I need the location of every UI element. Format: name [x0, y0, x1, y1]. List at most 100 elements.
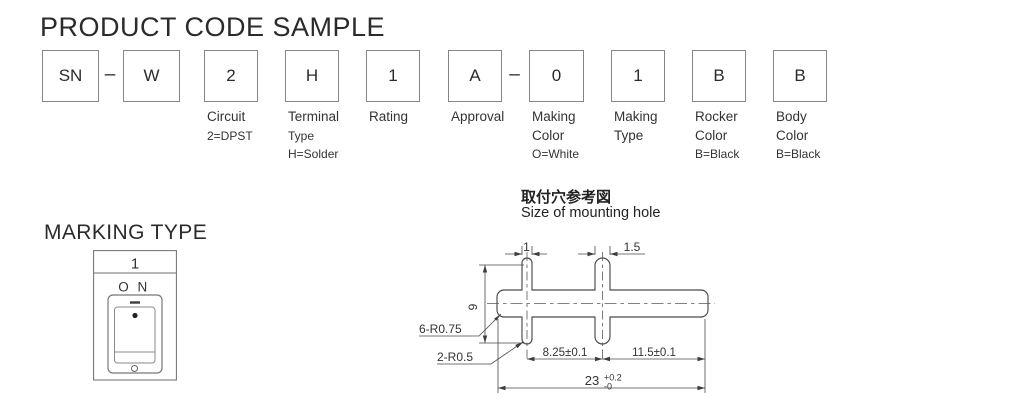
code-value: B — [794, 66, 806, 85]
arrowhead — [697, 385, 705, 391]
marking-type-title: MARKING TYPE — [44, 221, 208, 244]
mounting-hole-title-ja: 取付穴参考図 — [521, 188, 612, 206]
code-segment-sn: SN — [42, 50, 99, 102]
rocker-button — [114, 306, 156, 364]
segment-label-line: B=Black — [776, 147, 821, 161]
segment-label-line: Type — [614, 127, 644, 143]
arrowhead — [602, 356, 610, 362]
dim-lines-slot-right — [578, 246, 645, 255]
code-segment-labels: Approval — [448, 108, 527, 127]
arrowhead — [610, 251, 618, 257]
dim-lines-height — [479, 264, 524, 344]
code-value: 1 — [633, 66, 643, 85]
code-segment-making-color: 0 Making Color O=White — [529, 50, 608, 164]
code-value: 2 — [226, 66, 236, 85]
segment-label-line: Making — [532, 109, 576, 124]
arrowhead — [515, 342, 523, 349]
page-title: PRODUCT CODE SAMPLE — [40, 12, 386, 42]
code-box-w: W — [123, 50, 180, 102]
mounting-hole-drawing: 1 1.5 9 8.25±0.1 11.5±0.1 23 +0.2 -0 6-R… — [419, 240, 715, 393]
code-segment-labels: Making Type — [611, 108, 690, 145]
segment-label-line: Color — [532, 127, 565, 143]
segment-label-line: H=Solder — [288, 147, 339, 161]
segment-label-line: B=Black — [695, 147, 740, 161]
dim-pitch-left: 8.25±0.1 — [543, 347, 588, 359]
code-segment-labels: Terminal Type H=Solder — [285, 108, 364, 164]
code-value: 0 — [551, 66, 562, 85]
code-segment-approval: A Approval — [448, 50, 527, 127]
code-segment-w: W — [123, 50, 180, 102]
segment-label-line: O=White — [532, 147, 580, 161]
code-box-rating: 1 — [366, 50, 420, 102]
code-box-making-color: 0 — [529, 50, 584, 102]
arrowhead — [595, 356, 603, 362]
arrowhead — [494, 314, 501, 321]
code-box-sn: SN — [42, 50, 99, 102]
code-value: SN — [58, 66, 83, 85]
rocker-switch-drawing: 1 O N — [93, 250, 177, 381]
arrowhead — [482, 265, 488, 273]
code-separator-dash-2: – — [509, 64, 520, 85]
segment-label-line: Body — [776, 109, 807, 124]
code-box-rocker-color: B — [692, 50, 746, 102]
code-box-body-color: B — [773, 50, 827, 102]
code-value: H — [305, 66, 319, 85]
arrowhead — [527, 356, 535, 362]
leader-main-radius — [419, 313, 502, 337]
arrowhead — [482, 335, 488, 343]
code-segment-rocker-color: B Rocker Color B=Black — [692, 50, 771, 164]
code-segment-body-color: B Body Color B=Black — [773, 50, 852, 164]
segment-label-line: Rating — [369, 109, 409, 124]
code-segment-labels: Rating — [366, 108, 445, 127]
marking-number: 1 — [131, 256, 139, 273]
code-value: A — [469, 66, 481, 85]
dim-lines-overall — [497, 319, 706, 393]
on-label: O N — [118, 280, 150, 295]
arrowhead — [498, 385, 506, 391]
code-value: W — [143, 66, 160, 85]
segment-label-line: Color — [776, 127, 809, 143]
arrowhead — [514, 251, 522, 257]
mounting-hole-title-en: Size of mounting hole — [521, 205, 661, 221]
dim-main-radius: 6-R0.75 — [419, 322, 462, 336]
mounting-hole-outline — [496, 257, 709, 345]
code-segment-labels: Rocker Color B=Black — [692, 108, 771, 164]
code-box-circuit: 2 — [204, 50, 258, 102]
dim-lines-slot-left — [505, 246, 547, 255]
segment-label-line: Circuit — [207, 109, 246, 124]
dim-overall-width: 23 — [585, 373, 599, 388]
dim-slot-width-left: 1 — [523, 240, 530, 254]
arrowhead — [532, 251, 540, 257]
code-segment-labels: Circuit 2=DPST — [204, 108, 283, 145]
code-segment-terminal: H Terminal Type H=Solder — [285, 50, 364, 164]
segment-label-line: 2=DPST — [207, 128, 253, 143]
segment-label-line: Terminal — [288, 109, 340, 124]
code-value: B — [713, 66, 725, 85]
code-segment-labels: Making Color O=White — [529, 108, 608, 164]
dim-overall-tol-plus: +0.2 — [604, 373, 622, 383]
segment-label-line: Color — [695, 127, 728, 143]
code-box-making-type: 1 — [611, 50, 665, 102]
arrowhead — [697, 356, 705, 362]
code-segment-making-type: 1 Making Type — [611, 50, 690, 145]
dim-slot-width-right: 1.5 — [624, 240, 641, 254]
off-position-mark — [131, 365, 138, 372]
leader-slot-radius — [437, 341, 524, 365]
dim-slot-radius: 2-R0.5 — [437, 350, 473, 364]
segment-label-line: Making — [614, 109, 658, 124]
dim-overall-tol-minus: -0 — [604, 382, 612, 392]
code-separator-dash-1: – — [104, 64, 116, 85]
segment-label-line: Type — [288, 128, 315, 143]
code-segment-labels: Body Color B=Black — [773, 108, 852, 164]
segment-label-line: Approval — [451, 109, 505, 124]
dim-pitch-right: 11.5±0.1 — [632, 347, 676, 359]
code-segment-rating: 1 Rating — [366, 50, 445, 127]
code-value: 1 — [388, 66, 398, 85]
rocker-dot-mark — [132, 312, 138, 319]
dim-height: 9 — [466, 303, 480, 310]
segment-label-line: Rocker — [695, 109, 738, 124]
code-box-terminal: H — [285, 50, 339, 102]
code-segment-circuit: 2 Circuit 2=DPST — [204, 50, 283, 145]
code-box-approval: A — [448, 50, 502, 102]
